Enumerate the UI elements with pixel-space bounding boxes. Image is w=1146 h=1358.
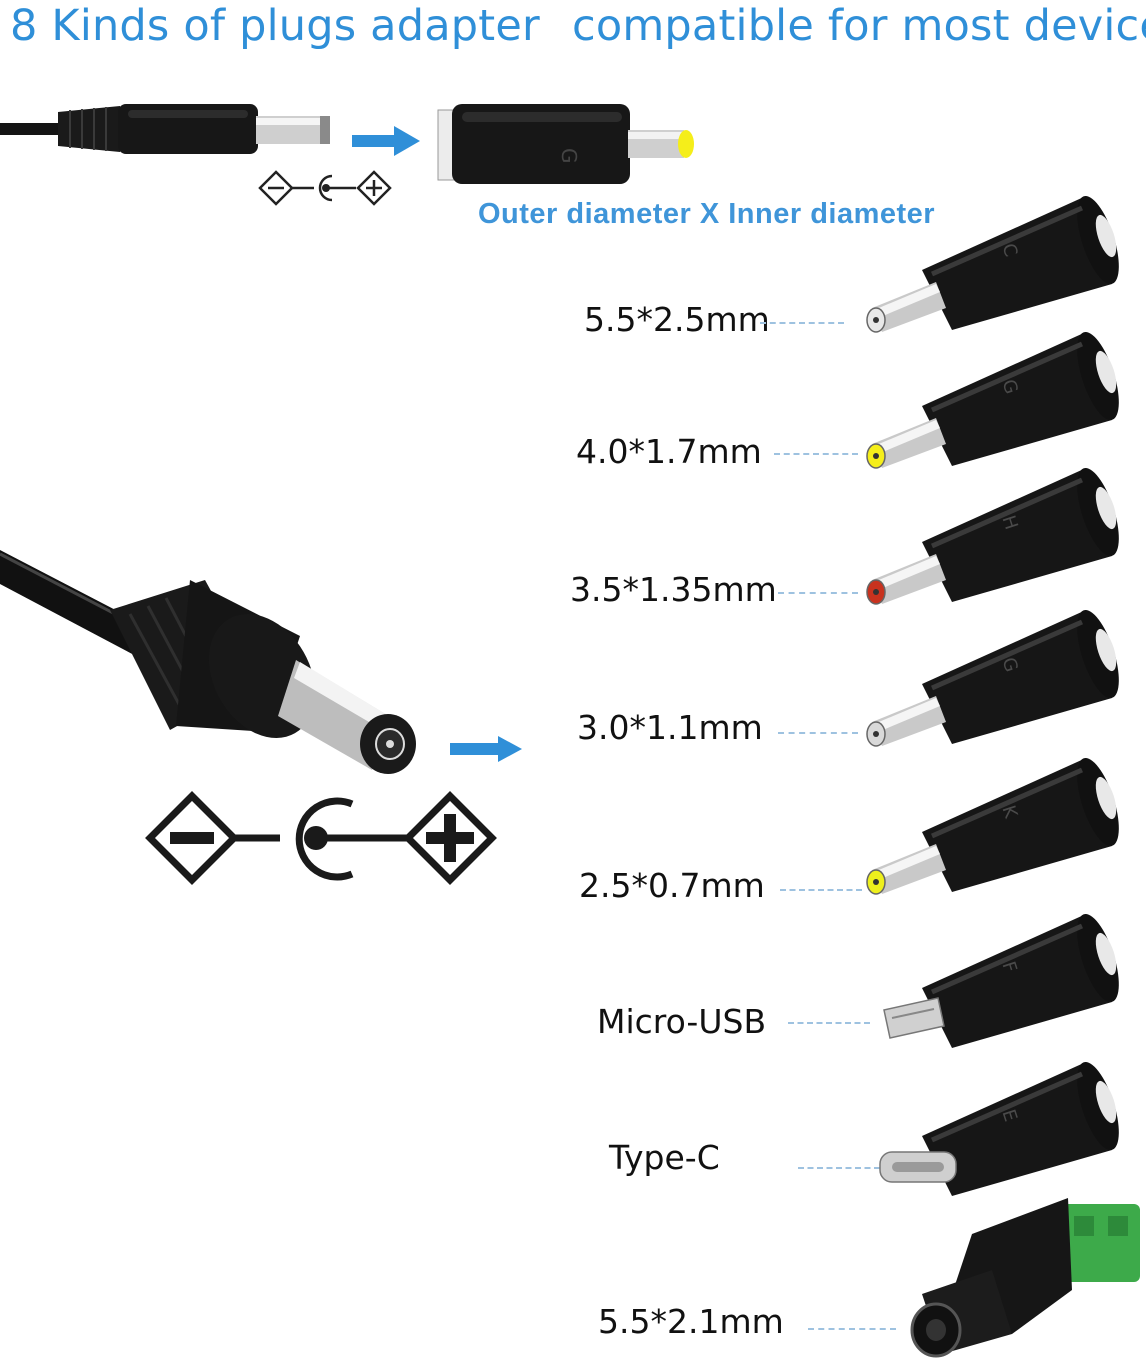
leader-line	[780, 889, 862, 891]
svg-text:G: G	[998, 655, 1022, 675]
headline-left: 8 Kinds of plugs adapter	[10, 1, 540, 51]
polarity-icon-small	[258, 170, 392, 206]
headline-right: compatible for most devices	[572, 1, 1146, 51]
leader-line	[774, 453, 858, 455]
dc-plug-icon	[0, 550, 416, 774]
adapter-size-label: 3.0*1.1mm	[577, 708, 763, 747]
svg-text:G: G	[998, 377, 1022, 397]
adapter-tip-icon: F	[883, 913, 1119, 1048]
svg-text:C: C	[998, 241, 1022, 259]
adapter-size-label: 4.0*1.7mm	[576, 432, 762, 471]
adapter-tip-icon: C	[866, 195, 1119, 333]
top-cable-illustration	[0, 104, 330, 154]
adapter-size-label: 3.5*1.35mm	[570, 570, 777, 609]
diameter-subheading: Outer diameter X Inner diameter	[478, 198, 936, 230]
adapter-tip-icon	[910, 1198, 1140, 1358]
arrow-right-icon-top	[352, 126, 420, 156]
leader-line	[778, 592, 858, 594]
top-adapter-icon: G	[437, 104, 694, 184]
arrow-right-icon	[450, 736, 522, 762]
adapter-tip-icon: E	[879, 1061, 1119, 1196]
leader-line	[788, 1022, 870, 1024]
adapter-tip-icon: G	[866, 609, 1119, 747]
leader-line	[808, 1328, 896, 1330]
svg-text:G: G	[557, 148, 581, 164]
adapter-size-label: 5.5*2.5mm	[584, 300, 770, 339]
adapter-size-label: Type-C	[609, 1138, 720, 1177]
adapter-size-label: Micro-USB	[597, 1002, 767, 1041]
polarity-icon	[145, 791, 497, 885]
adapter-tip-icon: H	[866, 467, 1119, 605]
adapter-tip-icon: G	[866, 331, 1119, 469]
svg-text:H: H	[998, 513, 1022, 532]
adapter-tip-icon: K	[866, 757, 1119, 895]
adapter-size-label: 5.5*2.1mm	[598, 1302, 784, 1341]
leader-line	[778, 732, 858, 734]
leader-line	[760, 322, 844, 324]
leader-line	[798, 1167, 880, 1169]
adapter-size-label: 2.5*0.7mm	[579, 866, 765, 905]
